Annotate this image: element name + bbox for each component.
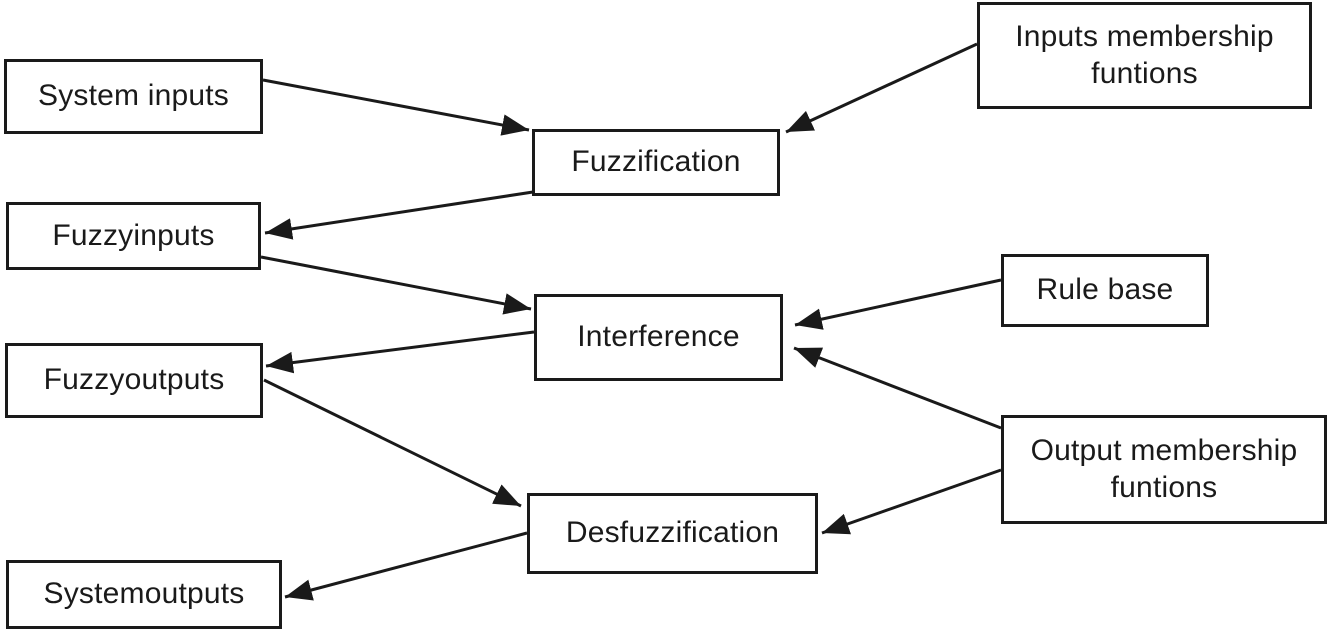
node-label-fuzzyinputs: Fuzzyinputs xyxy=(52,218,215,252)
arrow-fuzzification-to-fuzzy-inputs xyxy=(264,190,534,240)
node-label-fuzzyoutputs: Fuzzyoutputs xyxy=(43,363,225,397)
node-inputs-membership-funtions: Inputs membership funtions xyxy=(977,2,1312,109)
node-label-fuzzification: Fuzzification xyxy=(571,145,741,179)
node-fuzzification: Fuzzification xyxy=(532,129,780,196)
node-output-membership-funtions: Output membership funtions xyxy=(1001,415,1327,524)
arrow-fuzzy-inputs-to-interference xyxy=(260,255,532,315)
node-label-inputs-membership-funtions: Inputs membership funtions xyxy=(1015,19,1274,90)
node-label-interference: Interference xyxy=(577,320,740,354)
arrow-desfuzzification-to-system-outputs xyxy=(284,531,528,601)
node-label-rule-base: Rule base xyxy=(1036,273,1174,307)
arrow-inputs-membership-to-fuzzification xyxy=(785,42,978,134)
arrow-rule-base-to-interference xyxy=(794,278,1002,330)
node-label-system-inputs: System inputs xyxy=(37,79,229,113)
node-systemoutputs: Systemoutputs xyxy=(6,560,282,629)
arrow-system-inputs-to-fuzzification xyxy=(262,78,530,136)
node-fuzzyinputs: Fuzzyinputs xyxy=(6,202,261,270)
node-system-inputs: System inputs xyxy=(4,59,263,134)
node-label-desfuzzification: Desfuzzification xyxy=(565,516,780,550)
arrow-interference-to-fuzzy-outputs xyxy=(265,330,535,374)
arrow-output-membership-to-desfuzzification xyxy=(821,468,1002,535)
node-fuzzyoutputs: Fuzzyoutputs xyxy=(5,343,263,418)
arrow-output-membership-to-interference xyxy=(793,346,1002,430)
node-rule-base: Rule base xyxy=(1001,254,1209,327)
node-desfuzzification: Desfuzzification xyxy=(527,493,818,574)
node-label-output-membership-funtions: Output membership funtions xyxy=(1030,433,1298,504)
arrow-fuzzy-outputs-to-desfuzzification xyxy=(263,378,522,508)
node-interference: Interference xyxy=(534,294,783,381)
node-label-systemoutputs: Systemoutputs xyxy=(43,577,245,611)
